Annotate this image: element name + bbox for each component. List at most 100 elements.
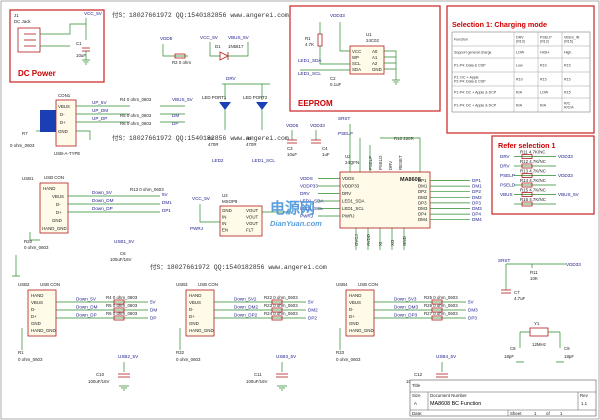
- chip-pin-right: DM1: [418, 184, 428, 189]
- table-cell: LOW: [540, 91, 549, 95]
- usb-down-5v-net: USB4_5V: [436, 354, 457, 359]
- table-cell: P2-P4: Data & CDP: [454, 80, 486, 84]
- chip-net-right: DM2: [472, 195, 482, 200]
- net-vdd33-c: VDD33: [310, 123, 325, 128]
- table-header-cell: DRV: [516, 35, 524, 39]
- usb-down-res: R6 0 ohm_0603: [106, 311, 138, 316]
- r9-val: 470R: [246, 142, 257, 147]
- r8-ref: R8: [208, 136, 214, 141]
- chip-pin-bottom: AVDD: [366, 234, 371, 246]
- chip-net-right: DM4: [472, 217, 482, 222]
- ma8608-pins: VDDSVDDSVDDP33VDDP33DRVDRVLED1_SDALED1_S…: [300, 155, 482, 250]
- logo-en: DianYuan.com: [270, 219, 322, 228]
- table-header-cell: (R15): [564, 40, 573, 44]
- chip-pin-top: PSELD: [378, 156, 383, 170]
- net-usb1-5v: USB1_5V: [114, 239, 135, 244]
- d1-val: 1N5817: [228, 44, 244, 49]
- r20-ref: R20: [24, 239, 33, 244]
- chip-pin-left: VDDP33: [342, 184, 360, 189]
- r7-val: 0 ohm_0603: [10, 143, 35, 148]
- usb-down-out: 5V: [468, 300, 475, 305]
- usb-down-pin: D+: [349, 314, 355, 319]
- net-up-5v: UP_5V: [92, 100, 107, 105]
- usb-down-con: USB CON: [198, 282, 218, 287]
- chip-net-right: DM3: [472, 206, 482, 211]
- usb-down-res: R5 0 ohm_0603: [106, 303, 138, 308]
- u2-ref: U2: [345, 154, 351, 159]
- net-srst-r: SRST: [498, 258, 510, 263]
- watermark-bottom: 付S：18027661972 QQ:1540182856 www.angerei…: [150, 262, 327, 271]
- usb-down-ref: USB4: [336, 282, 348, 287]
- c6-val: 100uF/16V: [110, 257, 132, 262]
- u3-pin-left: EN: [222, 228, 228, 233]
- eeprom-frame: [289, 5, 441, 112]
- usb-down-out: DM2: [308, 308, 318, 313]
- usb-down-res: R22 0 ohm_0603: [264, 295, 298, 300]
- c4-ref: C4: [322, 146, 328, 151]
- refer-target: VDD33: [558, 154, 573, 159]
- u1-name: 24C02: [366, 38, 379, 43]
- net-led1-sda: LED1_SDA: [298, 58, 322, 63]
- chip-pin-left: VDDS: [342, 176, 354, 181]
- usb-down-cref: C11: [254, 372, 262, 377]
- usb-down-5v-net: USB3_5V: [276, 354, 297, 359]
- chip-net-left: VDDS: [300, 176, 313, 181]
- table-cell: HIGH: [540, 51, 549, 55]
- usb-down-res: R4 0 ohm_0603: [106, 295, 138, 300]
- u3-pkg: MSOP8: [222, 199, 238, 204]
- chip-net-right: DP2: [472, 189, 481, 194]
- usb-down-pin: HAND: [31, 293, 43, 298]
- charging-mode-table: FunctionDRV(R10)PSELP(R12)VBUS_IN(R15)Su…: [451, 31, 591, 113]
- dc-power-title: DC Power: [18, 69, 56, 78]
- dc-jack-symbol: [17, 27, 41, 53]
- chip-pin-left: DRV: [342, 191, 351, 196]
- usb1-block: USB CON USB1 HAND VBUS D- D+ GND HAND_GN…: [12, 175, 290, 277]
- of-label: of: [546, 411, 550, 416]
- net-down-dp: Down_DP: [92, 206, 113, 211]
- c1-val: 10uF: [76, 53, 86, 58]
- chip-pin-left: LED1_SCL: [342, 206, 365, 211]
- r10-label: R10 220R: [394, 136, 414, 141]
- chip-net-right: DM1: [472, 184, 482, 189]
- usb-down-res: R23 0 ohm_0603: [264, 303, 298, 308]
- table-cell: LOW: [516, 51, 525, 55]
- usb-down-pin: GND: [189, 321, 199, 326]
- usb-down-pin: D-: [31, 307, 36, 312]
- usb-down-pin: D+: [31, 314, 37, 319]
- c3-ref: C3: [287, 146, 293, 151]
- usb-down-ref: USB2: [18, 282, 30, 287]
- refer-frame: [491, 135, 595, 215]
- usb-down-cref: C12: [414, 372, 423, 377]
- eeprom-title: EEPROM: [298, 99, 333, 108]
- r1-val: 4.7K: [305, 42, 314, 47]
- rev-value: 1.1: [581, 401, 588, 406]
- u3-pin-right: FLT: [246, 228, 254, 233]
- c8-val: 18pF: [504, 354, 514, 359]
- sheet-number: 1: [534, 411, 537, 416]
- usb-down-res: R27 0 ohm_0603: [424, 311, 458, 316]
- u3-pin-left: GND: [222, 208, 232, 213]
- usb1-connector: [39, 182, 69, 234]
- usb-down-connector: [27, 289, 57, 337]
- table-header-cell: VBUS_IN: [564, 35, 580, 39]
- usb-down-res: R25 0 ohm_0603: [424, 295, 458, 300]
- table-cell: Low: [516, 64, 523, 68]
- u3-pin-right: VOUT: [246, 215, 259, 220]
- usb-down-out: DM: [150, 308, 157, 313]
- net-up-dm: UP_DM: [92, 108, 108, 113]
- usb-down-pin: VBUS: [349, 300, 361, 305]
- usb-down-rval: 0 ohm_0603: [176, 357, 201, 362]
- refer-net: PSELD: [500, 183, 516, 188]
- sheet-label: Sheet: [510, 411, 522, 416]
- reset-crystal-block: SRST R11 10K VDD33 C7 4.7uF Y1 12MHz C8 …: [498, 258, 581, 363]
- u3-pin-left: IN: [222, 215, 226, 220]
- usb-down-rref: R1: [18, 350, 24, 355]
- ma8608-block: SRST PSELP R10 220R U2 24QFN MA8608 VDDS…: [300, 116, 482, 250]
- usb-down-net: Down_5V3: [394, 297, 417, 302]
- usb-down-out: DP: [150, 316, 156, 321]
- table-cell: R15: [564, 91, 571, 95]
- table-cell: R15: [564, 64, 571, 68]
- table-cell: R15: [564, 78, 571, 82]
- table-cell: Support general charge: [454, 51, 492, 55]
- eeprom-chip: [349, 45, 385, 75]
